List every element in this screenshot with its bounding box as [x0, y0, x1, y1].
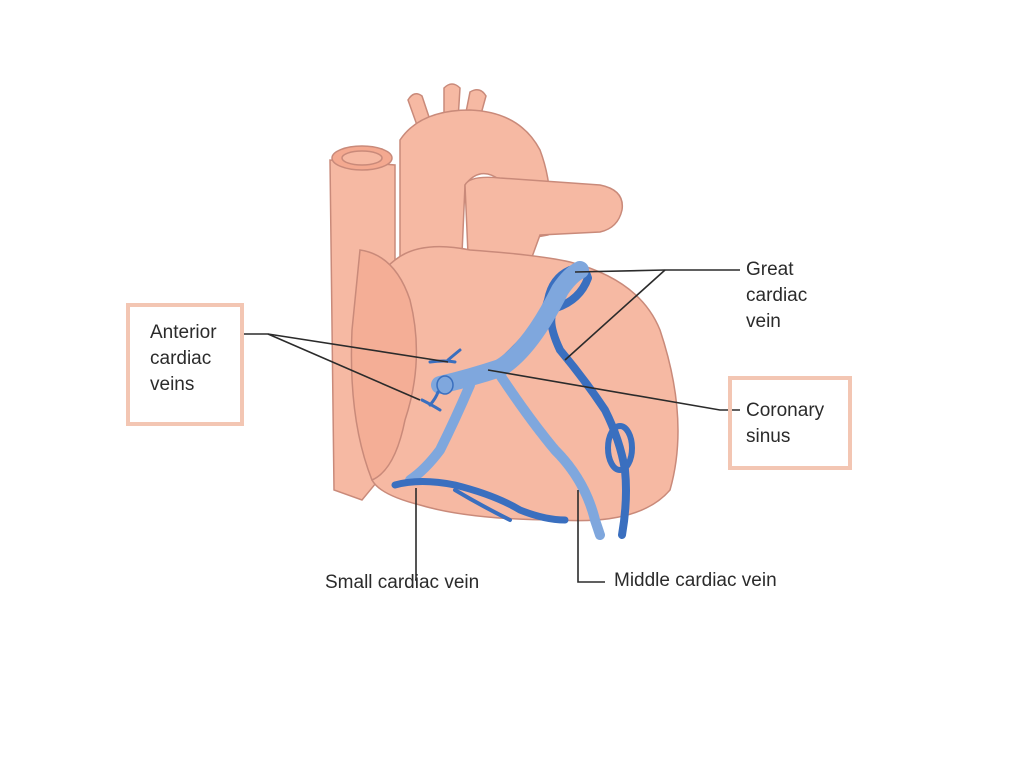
veins: [391, 261, 635, 540]
anterior-vein-2: [420, 390, 442, 412]
small-cardiac-vein-dark: [391, 478, 569, 524]
anterior-cardiac-veins-label: Anterior cardiac veins: [150, 322, 217, 395]
middle-cardiac-vein-label: Middle cardiac vein: [614, 570, 777, 591]
coronary-sinus-label: Coronary sinus: [746, 400, 825, 447]
leader-lines: [243, 269, 740, 583]
coronary-sinus-box: [728, 376, 852, 470]
leader-great-2: [564, 269, 666, 361]
leader-coronary: [487, 369, 740, 411]
leader-great-1: [574, 269, 740, 273]
heart: [329, 83, 679, 522]
middle-cardiac-vein-path: [495, 370, 605, 540]
coronary-sinus-path: [431, 261, 589, 394]
great-cardiac-vein-label: Great cardiac vein: [746, 259, 808, 332]
leader-middle: [577, 490, 605, 583]
leader-small: [415, 488, 417, 581]
anterior-cardiac-veins-box: [126, 303, 244, 426]
leader-anterior-2: [267, 333, 421, 401]
small-cardiac-vein-light: [405, 380, 475, 485]
great-cardiac-vein-loop: [605, 423, 635, 473]
right-atrium: [350, 249, 418, 481]
small-cardiac-vein-label: Small cardiac vein: [325, 572, 480, 593]
